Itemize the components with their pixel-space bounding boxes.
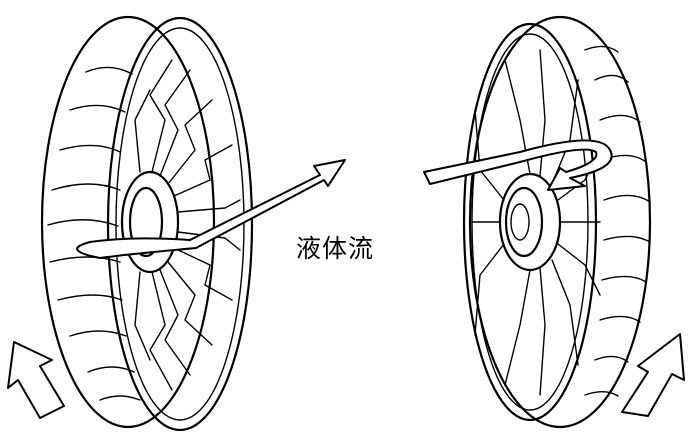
- right-rotation-arrow: [621, 333, 685, 417]
- left-rotation-arrow: [7, 341, 65, 419]
- right-turbine-vanes: [471, 49, 601, 396]
- right-turbine-cups: [584, 45, 651, 397]
- left-impeller-cups: [47, 66, 141, 401]
- right-turbine-wheel: [462, 15, 652, 429]
- fluid-flow-label: 液体流: [296, 234, 375, 263]
- left-impeller-hub: [120, 170, 180, 274]
- turbine-flow-arrow: [423, 139, 613, 191]
- fluid-flow-arrow: [76, 159, 346, 259]
- left-impeller-wheel: [40, 15, 254, 432]
- left-impeller-vanes: [134, 59, 241, 391]
